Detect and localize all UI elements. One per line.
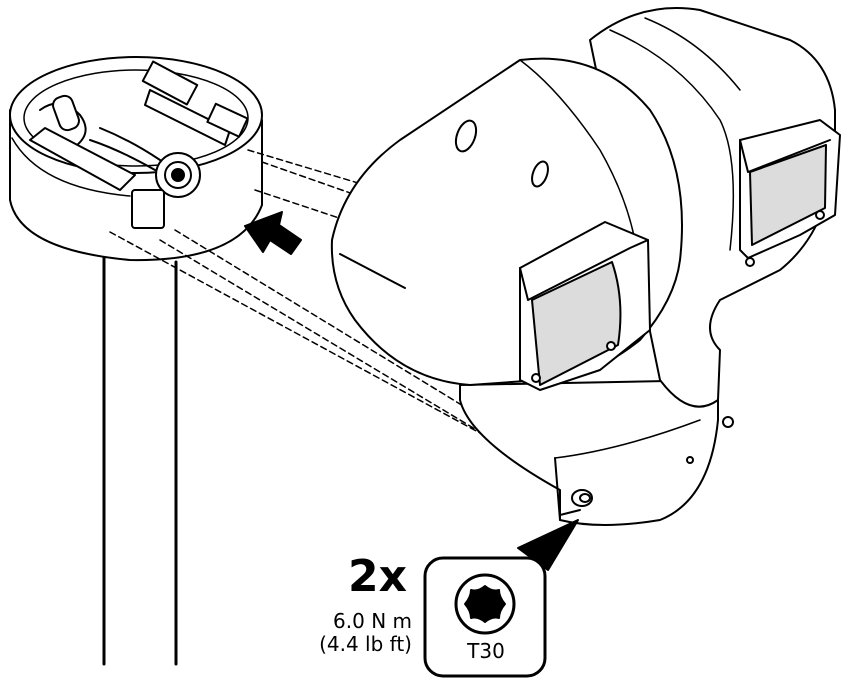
tool-size-label: T30: [467, 639, 505, 663]
torx-tool-box: [423, 556, 547, 678]
torque-metric: 6.0 N m: [333, 609, 412, 633]
mounting-pole: [102, 256, 178, 666]
torx-t30-icon: [454, 573, 516, 635]
mounting-bracket: [9, 56, 263, 262]
torque-imperial: (4.4 lb ft): [319, 632, 412, 656]
ptz-camera: [330, 7, 841, 526]
screw: [559, 489, 593, 516]
direction-arrow: [244, 211, 302, 255]
quantity-label: 2x: [348, 551, 407, 602]
torque-spec: 6.0 N m (4.4 lb ft): [262, 610, 412, 656]
